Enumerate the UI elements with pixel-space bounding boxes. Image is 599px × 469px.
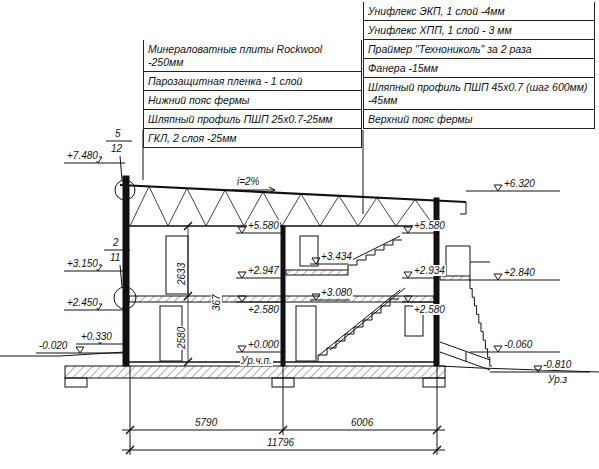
dimension: 5790 bbox=[194, 417, 218, 428]
elevation-label: -0.020 bbox=[38, 340, 68, 351]
elevation-mark bbox=[494, 274, 502, 280]
elevation-label: +6.320 bbox=[503, 178, 536, 189]
elevation-label: +7.480 bbox=[66, 150, 99, 161]
elevation-label: +2.840 bbox=[503, 267, 536, 278]
layer-spec: Верхний пояс фермы bbox=[364, 110, 594, 129]
elevation-mark bbox=[494, 346, 502, 352]
layer-spec: Минераловатные плиты Rockwool -250мм bbox=[144, 40, 361, 72]
elevation-mark bbox=[238, 227, 246, 233]
elevation-line bbox=[470, 352, 560, 353]
elevation-label: +2.934 bbox=[413, 265, 446, 276]
elevation-mark bbox=[238, 346, 246, 352]
layer-spec: Унифлекс ХПП, 1 слой - 3 мм bbox=[364, 21, 594, 40]
layer-spec: Унифлекс ЭКП, 1 слой -4мм bbox=[364, 2, 594, 21]
callout-number: 2 bbox=[112, 237, 120, 248]
layer-spec: Парозащитная пленка - 1 слой bbox=[144, 72, 361, 91]
elevation-mark bbox=[534, 366, 542, 372]
layer-spec: Нижний пояс фермы bbox=[144, 91, 361, 110]
elevation-label: +0.000 bbox=[247, 339, 280, 350]
elevation-line bbox=[64, 310, 125, 311]
elevation-line bbox=[470, 280, 560, 281]
elevation-label: +2.947 bbox=[247, 265, 280, 276]
elevation-line bbox=[402, 302, 434, 303]
elevation-mark bbox=[238, 296, 246, 302]
layer-spec: ГКЛ, 2 слоя -25мм bbox=[144, 129, 361, 148]
elevation-line bbox=[466, 191, 560, 192]
layer-spec: Фанера -15мм bbox=[364, 59, 594, 78]
dimension: 2633 bbox=[176, 262, 187, 286]
elevation-label: +3.080 bbox=[320, 287, 353, 298]
elevation-line bbox=[236, 233, 283, 234]
layer-spec: Шляпный профиль ПШП 25х0.7-25мм bbox=[144, 110, 361, 129]
dimension: 11796 bbox=[266, 437, 295, 448]
elevation-mark bbox=[312, 258, 320, 264]
dimension: 6006 bbox=[350, 417, 374, 428]
dimension: 367 bbox=[211, 293, 222, 312]
elevation-mark bbox=[312, 294, 320, 300]
layer-spec: Праймер "Технониколь" за 2 раза bbox=[364, 40, 594, 59]
callout-number: 5 bbox=[114, 128, 122, 139]
callout-number: 11 bbox=[109, 252, 121, 263]
elevation-label: +0.330 bbox=[80, 331, 113, 342]
elevation-label: +5.580 bbox=[247, 220, 280, 231]
elevation-label: +2.450 bbox=[66, 297, 99, 308]
spec-panel: Унифлекс ЭКП, 1 слой -4ммУнифлекс ХПП, 1… bbox=[363, 2, 595, 129]
slope-label: i=2% bbox=[236, 176, 261, 187]
elevation-mark bbox=[76, 347, 84, 353]
elevation-label: +3.434 bbox=[320, 251, 353, 262]
layer-spec: Шляпный профиль ПШП 45х0.7 (шаг 600мм) -… bbox=[364, 78, 594, 110]
dimension: 2580 bbox=[176, 326, 187, 350]
elevation-mark bbox=[494, 185, 502, 191]
elevation-line bbox=[490, 372, 590, 373]
elevation-label: -0.810 bbox=[542, 359, 572, 370]
elevation-label: +2.580 bbox=[247, 304, 280, 315]
elevation-line bbox=[236, 302, 283, 303]
callout-number: 12 bbox=[110, 143, 123, 154]
elevation-line bbox=[236, 352, 283, 353]
elevation-line bbox=[402, 233, 434, 234]
elevation-label: +5.580 bbox=[413, 220, 446, 231]
elevation-mark bbox=[238, 272, 246, 278]
elevation-label: -0.060 bbox=[503, 339, 533, 350]
elevation-mark bbox=[404, 296, 412, 302]
elevation-line bbox=[236, 278, 283, 279]
elevation-label: +2.580 bbox=[413, 304, 446, 315]
elevation-line bbox=[402, 278, 434, 279]
spec-panel: Минераловатные плиты Rockwool -250ммПаро… bbox=[143, 40, 362, 148]
elevation-line bbox=[64, 271, 125, 272]
elevation-mark bbox=[404, 272, 412, 278]
elevation-line bbox=[64, 163, 125, 164]
elevation-label: +3.150 bbox=[66, 258, 99, 269]
elevation-mark bbox=[404, 227, 412, 233]
level-note: Ур.з bbox=[547, 374, 568, 385]
level-note: Ур.ч.п. bbox=[240, 355, 273, 366]
